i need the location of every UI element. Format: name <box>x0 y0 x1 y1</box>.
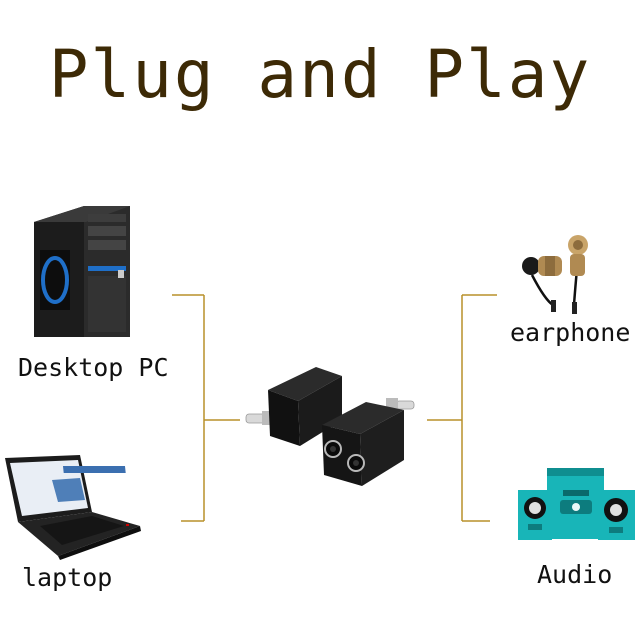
earphone-label: earphone <box>510 318 631 347</box>
earphone-icon <box>522 235 588 314</box>
page-title: Plug and Play <box>48 36 592 113</box>
desktop-pc-icon <box>34 206 130 337</box>
desktop-pc-label: Desktop PC <box>18 353 169 382</box>
audio-splitter-adapter-icon <box>245 367 415 486</box>
laptop-label: laptop <box>22 563 113 592</box>
speaker-icon <box>518 468 635 540</box>
audio-label: Audio <box>537 560 613 589</box>
right-connector-lines <box>427 294 497 522</box>
laptop-icon <box>5 455 141 560</box>
left-connector-lines <box>172 294 240 522</box>
